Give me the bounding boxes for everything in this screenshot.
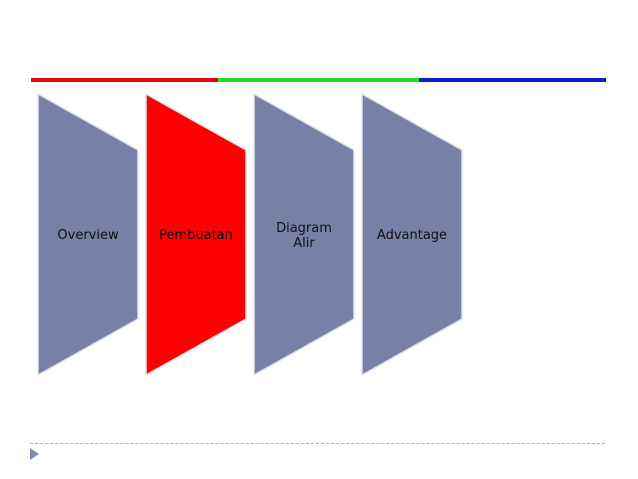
- shape-advantage[interactable]: [361, 92, 463, 377]
- triangle-right-icon: [30, 448, 39, 460]
- shape-label-diagram-alir: Diagram Alir: [276, 221, 332, 251]
- shape-pembuatan[interactable]: [145, 92, 247, 377]
- footer-divider: [30, 443, 605, 444]
- shape-diagram-alir[interactable]: [253, 92, 355, 377]
- shape-overview[interactable]: [37, 92, 139, 377]
- header-bar-green: [218, 78, 419, 82]
- shape-label-overview: Overview: [57, 228, 119, 243]
- shape-label-pembuatan: Pembuatan: [159, 228, 233, 243]
- header-bar-red: [31, 78, 218, 82]
- header-bar-blue: [419, 78, 606, 82]
- shape-label-advantage: Advantage: [376, 228, 448, 243]
